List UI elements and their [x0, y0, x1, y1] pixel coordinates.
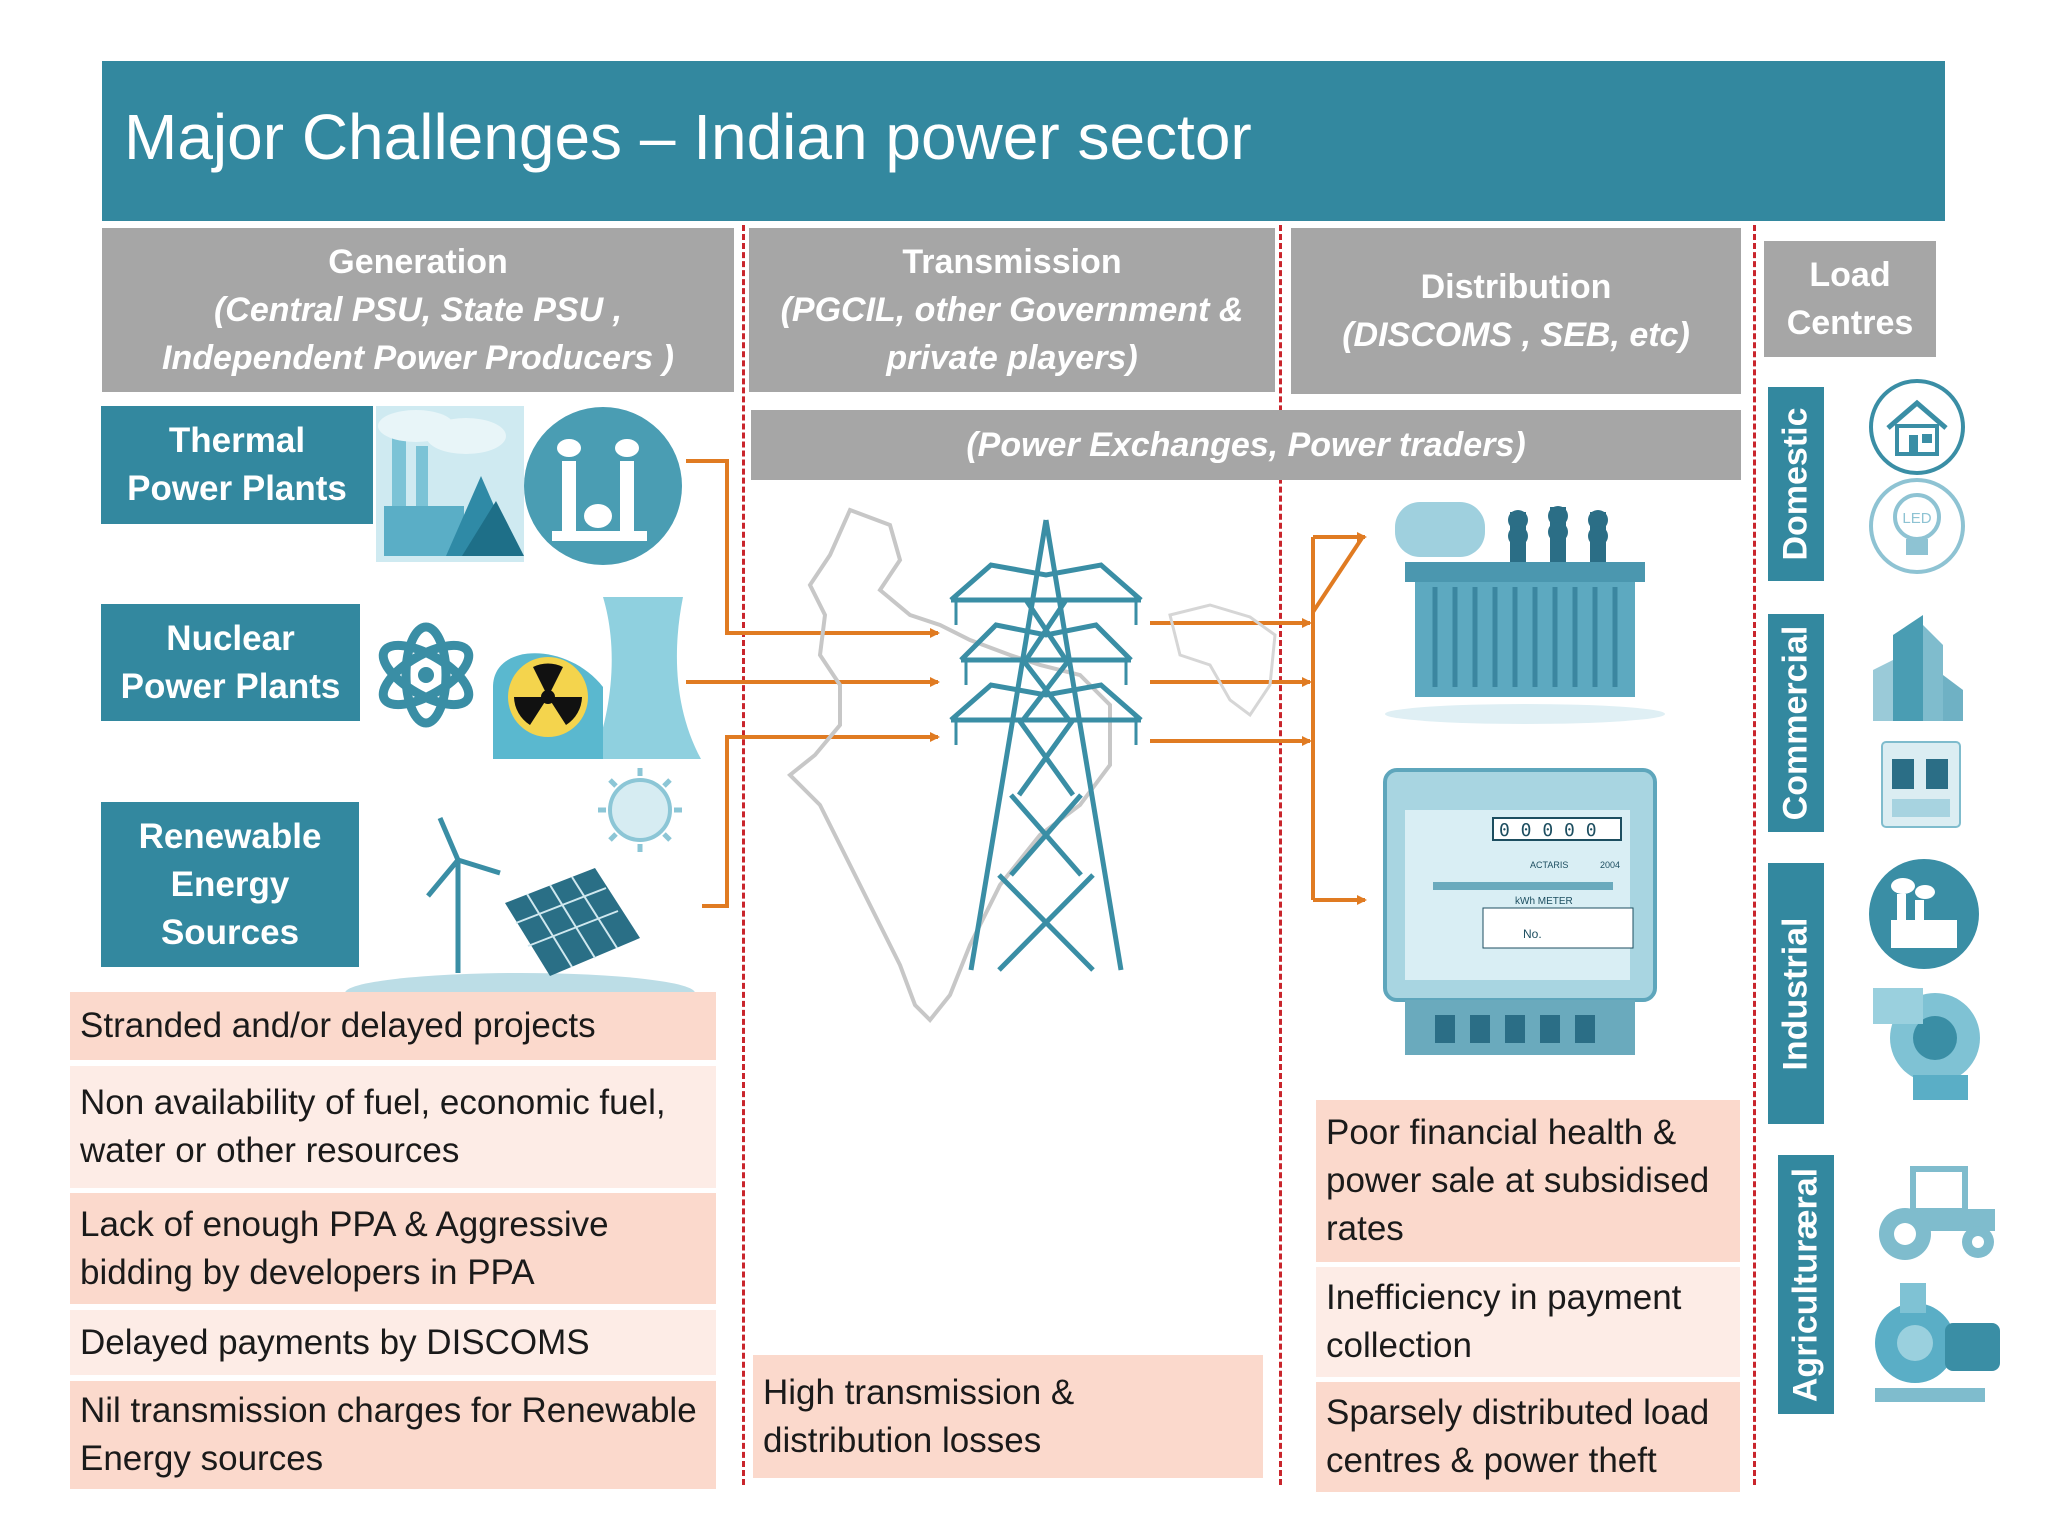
factory-round-icon	[1869, 859, 1979, 969]
title-bar	[102, 61, 1945, 221]
building-icon	[1873, 615, 1963, 721]
divider-generation-transmission	[742, 225, 745, 1485]
page-title: Major Challenges – Indian power sector	[124, 101, 1252, 173]
challenge-distribution-1: Poor financial health & power sale at su…	[1316, 1100, 1740, 1262]
challenge-generation-1: Stranded and/or delayed projects	[70, 992, 716, 1060]
india-map-outline	[787, 507, 1277, 1023]
transmission-header-line2: private players)	[886, 339, 1138, 377]
transformer-image	[1385, 502, 1665, 724]
distribution-header: Distribution (DISCOMS , SEB, etc)	[1291, 228, 1741, 394]
generation-header-line2: Independent Power Producers )	[162, 339, 674, 377]
renewable-line3: Sources	[160, 912, 300, 952]
challenge-generation-2: Non availability of fuel, economic fuel,…	[70, 1066, 716, 1188]
industrial-blower-icon	[1873, 988, 1980, 1100]
renewable-line1: Renewable	[138, 816, 322, 856]
led-bulb-icon: LED	[1869, 478, 1965, 574]
challenge-generation-5: Nil transmission charges for Renewable E…	[70, 1381, 716, 1489]
meter-brand: ACTARIS	[1530, 860, 1568, 870]
renewable-energy-sources-box: Renewable Energy Sources	[101, 802, 359, 967]
challenge-generation-3: Lack of enough PPA & Aggressive bidding …	[70, 1193, 716, 1304]
circuit-breaker-icon	[1881, 741, 1961, 828]
thermal-line2: Power Plants	[127, 469, 347, 508]
tractor-icon	[1879, 1166, 1995, 1260]
transmission-header: Transmission (PGCIL, other Government & …	[749, 228, 1275, 392]
meter-reading: 0 0 0 0 0	[1499, 820, 1597, 841]
factory-icon	[524, 407, 682, 565]
meter-year: 2004	[1600, 860, 1620, 870]
transmission-header-title: Transmission	[902, 243, 1122, 281]
led-label: LED	[1902, 510, 1931, 527]
load-domestic: Domestic	[1768, 387, 1824, 581]
load-agricultural: Agriculturæral	[1778, 1155, 1834, 1414]
electric-meter-image: 0 0 0 0 0 ACTARIS 2004 kWh METER No.	[1383, 768, 1657, 1055]
generation-header-line1: (Central PSU, State PSU ,	[213, 291, 623, 329]
load-centres-header-line2: Centres	[1786, 304, 1914, 342]
load-centres-header-line1: Load	[1809, 256, 1891, 294]
transmission-tower-icon	[949, 519, 1143, 972]
distribution-header-line1: (DISCOMS , SEB, etc)	[1342, 316, 1690, 354]
nuclear-line1: Nuclear	[166, 618, 295, 658]
house-icon	[1869, 379, 1965, 475]
power-exchanges-bar: (Power Exchanges, Power traders)	[751, 410, 1741, 480]
water-pump-icon	[1875, 1283, 2000, 1402]
renewable-line2: Energy	[170, 864, 290, 904]
challenge-transmission-1: High transmission & distribution losses	[753, 1355, 1263, 1478]
atom-icon	[366, 615, 484, 735]
nuclear-power-plants-box: Nuclear Power Plants	[101, 604, 360, 721]
nuclear-line2: Power Plants	[120, 666, 341, 706]
load-commercial: Commercial	[1768, 614, 1824, 832]
challenge-distribution-3: Sparsely distributed load centres & powe…	[1316, 1382, 1740, 1492]
load-centres-header: Load Centres	[1764, 241, 1936, 357]
divider-distribution-load	[1753, 225, 1756, 1485]
thermal-power-plants-box: Thermal Power Plants	[101, 406, 373, 524]
nuclear-plant-image	[493, 597, 701, 759]
load-industrial: Industrial	[1768, 863, 1824, 1124]
challenge-distribution-2: Inefficiency in payment collection	[1316, 1267, 1740, 1377]
thermal-plant-image	[376, 406, 524, 562]
generation-header-title: Generation	[328, 243, 508, 281]
challenge-generation-4: Delayed payments by DISCOMS	[70, 1310, 716, 1375]
distribution-header-title: Distribution	[1420, 268, 1612, 306]
transmission-header-line1: (PGCIL, other Government &	[780, 291, 1244, 329]
meter-label: kWh METER	[1515, 896, 1573, 907]
thermal-line1: Thermal	[168, 421, 306, 460]
divider-transmission-distribution	[1279, 225, 1282, 1485]
generation-header: Generation (Central PSU, State PSU , Ind…	[102, 228, 734, 392]
meter-number: No.	[1523, 927, 1542, 941]
power-exchanges-label: (Power Exchanges, Power traders)	[966, 426, 1526, 464]
